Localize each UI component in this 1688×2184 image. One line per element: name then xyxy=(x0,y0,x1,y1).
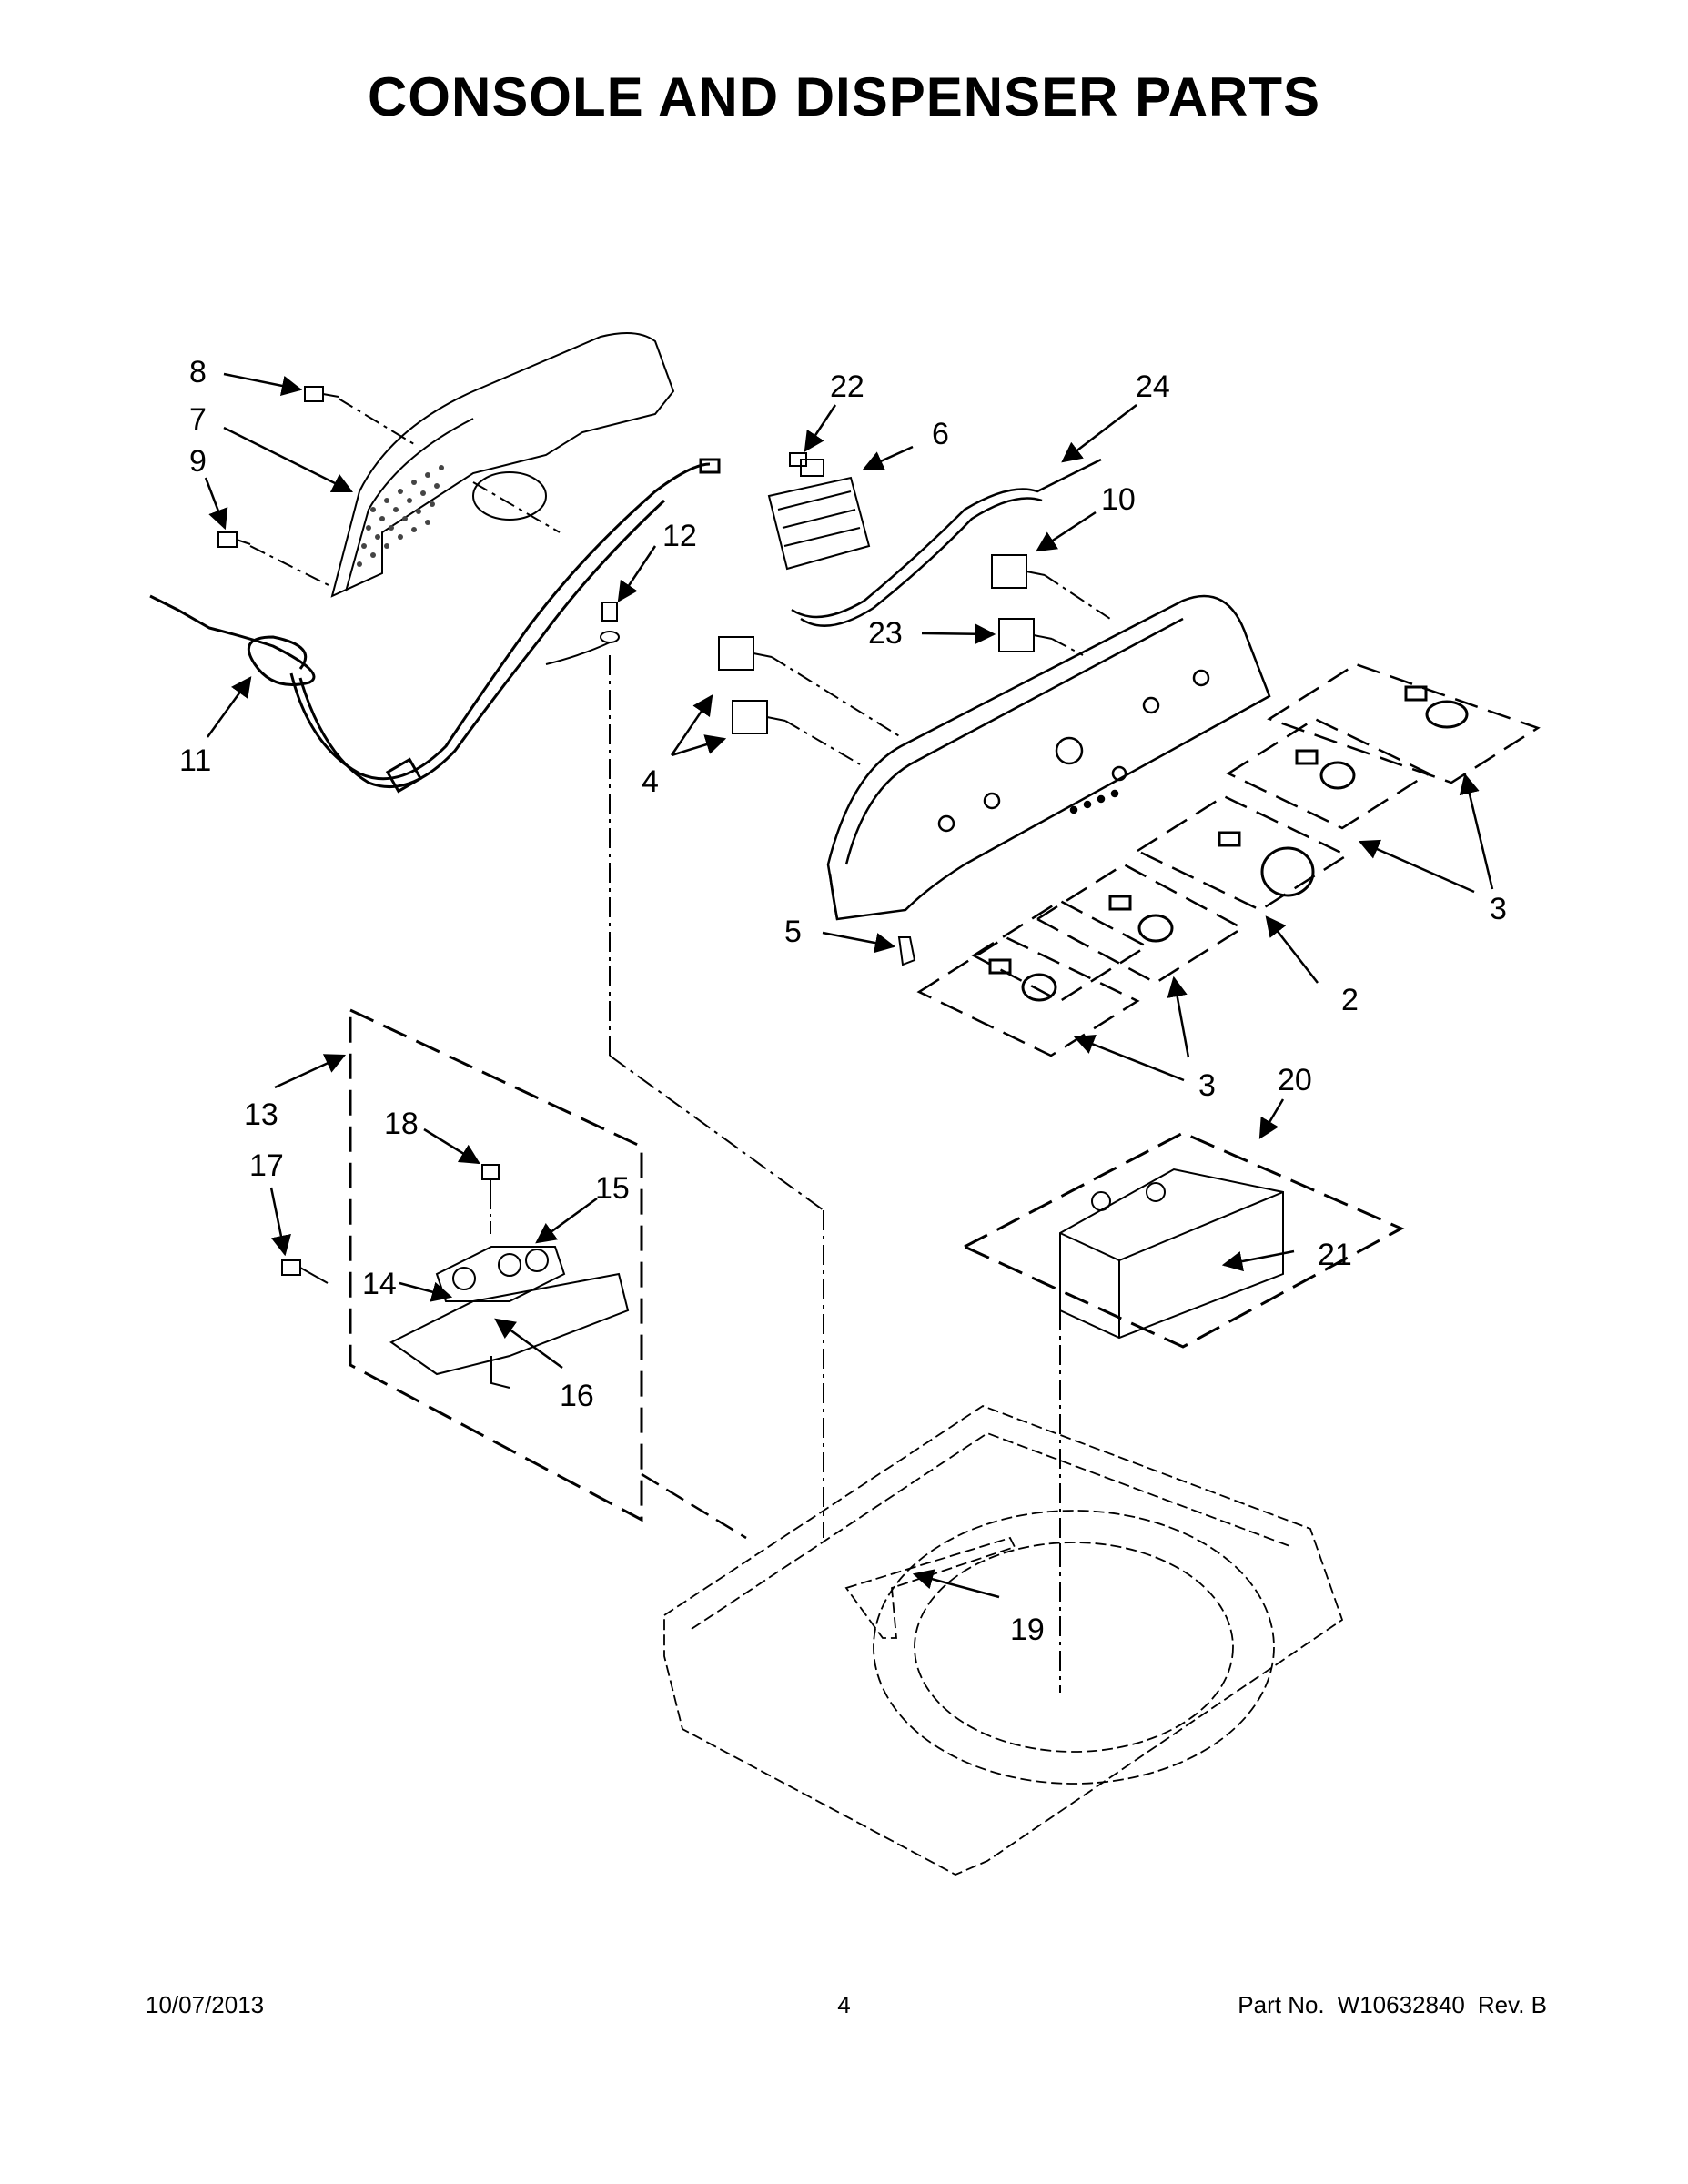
valve-assembly-box xyxy=(349,1007,643,1522)
screw-8 xyxy=(304,386,339,402)
screw-22 xyxy=(789,452,807,467)
callout-14: 14 xyxy=(362,1267,397,1301)
footer-page-number: 4 xyxy=(837,1991,851,2018)
callout-19: 19 xyxy=(1010,1613,1045,1647)
page-title: CONSOLE AND DISPENSER PARTS xyxy=(367,66,1321,127)
knob-3-a xyxy=(1404,685,1469,729)
ground-screw-12 xyxy=(545,602,620,665)
dispenser-box xyxy=(961,1131,1405,1349)
water-valve-15 xyxy=(389,1246,630,1389)
callout-2: 2 xyxy=(1341,983,1359,1017)
callout-24: 24 xyxy=(1136,369,1170,404)
callout-10: 10 xyxy=(1101,482,1136,517)
callout-13: 13 xyxy=(244,1097,278,1132)
part-number: W10632840 xyxy=(1337,1991,1465,2018)
callout-17: 17 xyxy=(249,1148,284,1183)
power-cord xyxy=(149,458,721,794)
part-label: Part No. xyxy=(1238,1991,1325,2018)
screw-18 xyxy=(481,1164,500,1197)
callout-20: 20 xyxy=(1278,1063,1312,1097)
callout-22: 22 xyxy=(830,369,864,404)
switch-23 xyxy=(998,618,1053,652)
washer-top xyxy=(663,1404,1344,1876)
callout-12: 12 xyxy=(662,519,697,553)
callout-5: 5 xyxy=(784,915,802,949)
bracket-5 xyxy=(897,936,916,966)
callout-9: 9 xyxy=(189,444,207,479)
switch-4-upper xyxy=(718,636,773,671)
callout-23: 23 xyxy=(868,616,903,651)
console-body xyxy=(826,594,1271,921)
knob-2 xyxy=(1218,831,1315,897)
knob-group-right xyxy=(916,662,1541,1057)
footer-part-number: Part No. W10632840 Rev. B xyxy=(1225,1991,1547,2019)
screw-9 xyxy=(217,531,251,548)
callout-16: 16 xyxy=(560,1379,594,1413)
switch-10 xyxy=(991,554,1046,589)
knob-3-d xyxy=(988,958,1057,1002)
footer-date: 10/07/2013 xyxy=(146,1991,265,2018)
switch-4-lower xyxy=(732,700,786,734)
dispenser-drawer xyxy=(1059,1168,1284,1340)
callout-3-upper: 3 xyxy=(1490,892,1507,926)
callout-8: 8 xyxy=(189,355,207,389)
wire-harness-24 xyxy=(791,458,1102,627)
callout-6: 6 xyxy=(932,417,949,451)
callout-11: 11 xyxy=(179,743,211,778)
callout-18: 18 xyxy=(384,1107,419,1141)
callout-21: 21 xyxy=(1318,1238,1352,1272)
callout-4: 4 xyxy=(642,764,659,799)
rear-console-panel xyxy=(330,332,675,598)
knob-3-c xyxy=(1108,895,1174,943)
callout-15: 15 xyxy=(595,1171,630,1206)
revision: Rev. B xyxy=(1477,1991,1547,2018)
callout-7: 7 xyxy=(189,402,207,437)
knob-3-b xyxy=(1295,749,1356,790)
screw-17 xyxy=(281,1259,329,1284)
callout-3-lower: 3 xyxy=(1198,1068,1216,1103)
control-board xyxy=(767,459,871,571)
